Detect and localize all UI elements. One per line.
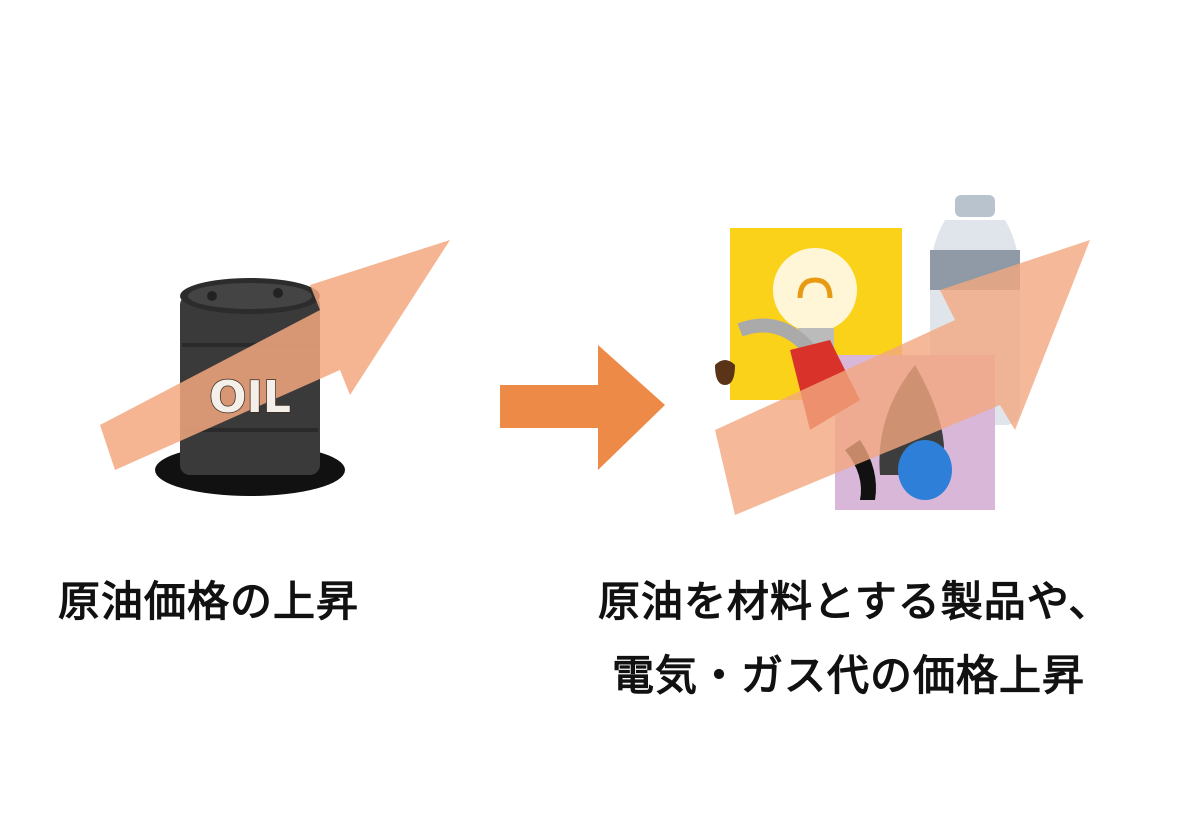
- left-caption: 原油価格の上昇: [58, 577, 360, 626]
- rising-arrow-left: [100, 240, 450, 470]
- barrel-label: OIL: [209, 372, 291, 423]
- right-arrow-icon: [500, 345, 665, 470]
- rising-arrow-right: [715, 240, 1090, 515]
- right-caption-line2: 電気・ガス代の価格上昇: [612, 651, 1086, 700]
- right-caption-line1: 原油を材料とする製品や、: [598, 577, 1112, 626]
